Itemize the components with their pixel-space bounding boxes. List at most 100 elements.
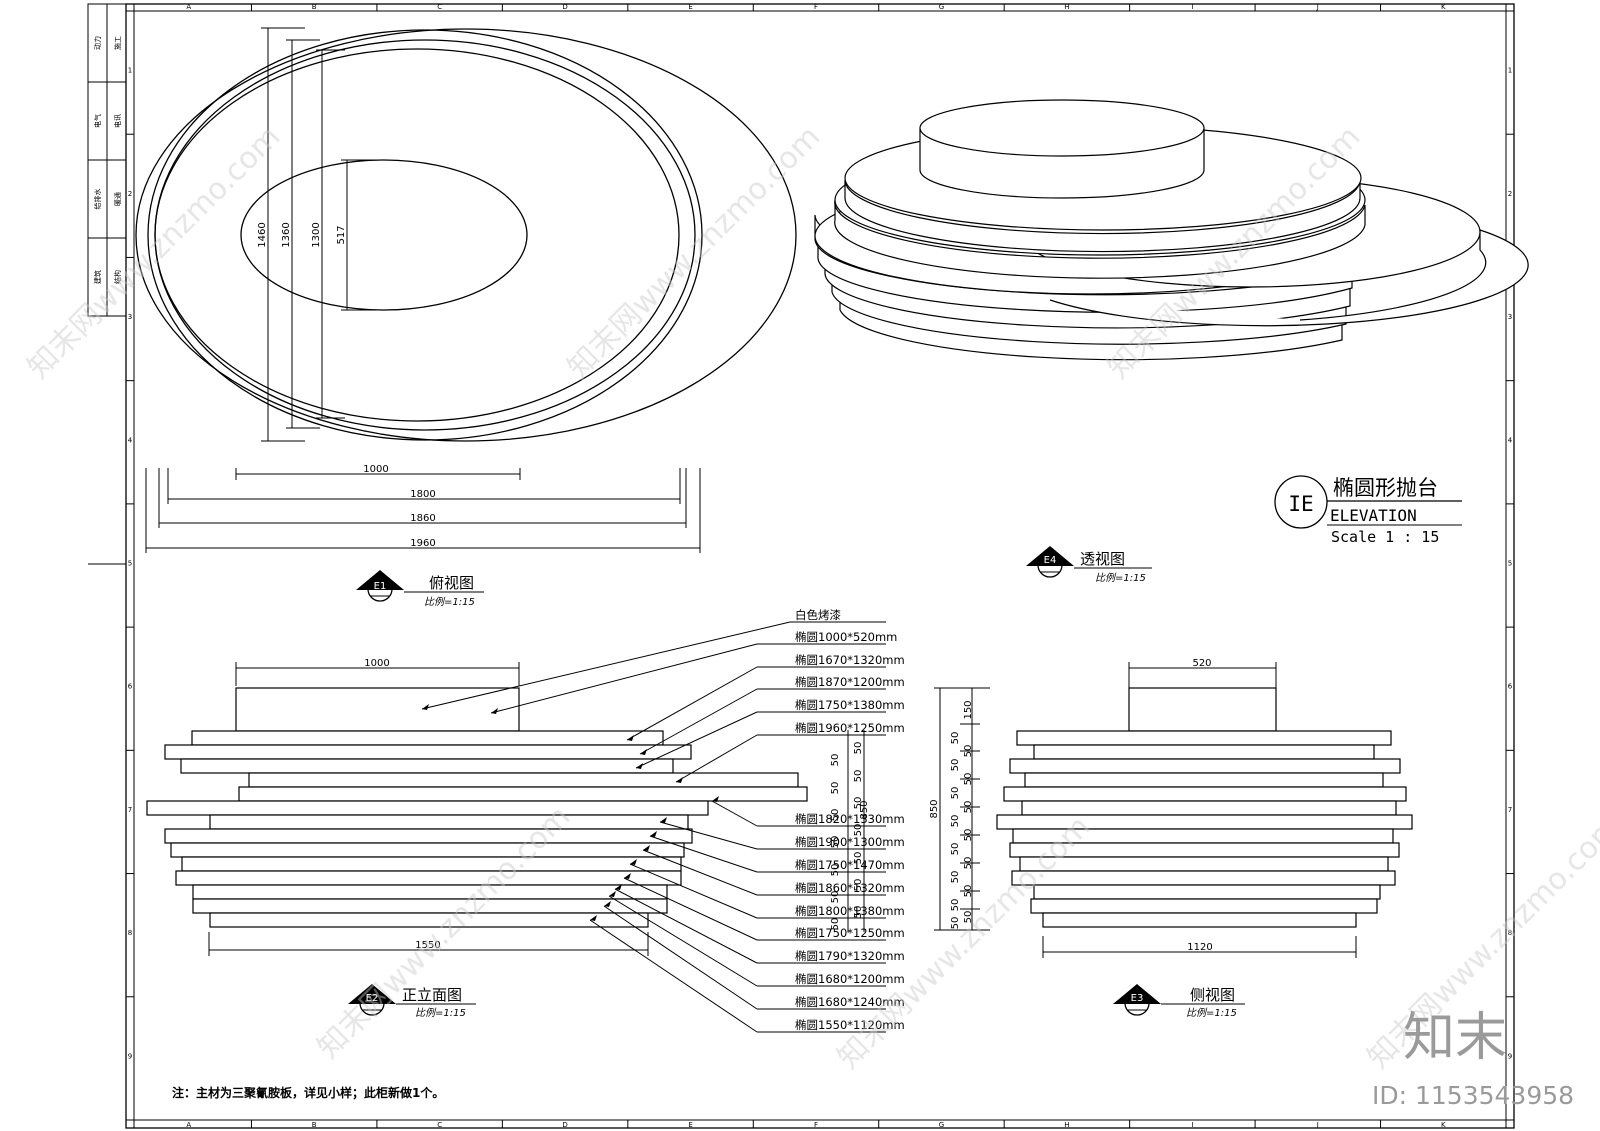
perspective-view-title: E4 透视图 比例=1:15 xyxy=(1026,546,1152,584)
grid-col-label-top: A xyxy=(186,3,191,11)
side-dims: 520 1120 850 xyxy=(929,658,1357,958)
front-layer xyxy=(180,758,674,774)
side-layer xyxy=(1033,744,1375,760)
front-dim-text: 50 xyxy=(830,864,841,877)
side-step-text: 50 xyxy=(950,843,961,856)
grid-row-label-left: 7 xyxy=(128,806,132,814)
callout-label: 椭圆1870*1200mm xyxy=(795,675,905,689)
sidebar-labels: 动力施工电气电讯给排水暖通建筑结构 xyxy=(93,36,122,284)
front-dims: 1000 1550 xyxy=(208,658,865,956)
persp-cylinder-top xyxy=(919,99,1205,157)
callout-leader xyxy=(626,666,758,741)
persp-layer-4 xyxy=(834,199,1366,279)
side-step-text: 50 xyxy=(950,899,961,912)
view-symbol-code: E3 xyxy=(1131,993,1144,1004)
dim-text-side-520: 520 xyxy=(1192,658,1211,669)
sidebar-label: 电气 xyxy=(93,114,102,128)
callout-arrow xyxy=(676,777,683,783)
callout-arrow xyxy=(627,735,634,741)
front-dim-text: 50 xyxy=(830,836,841,849)
callout-leader xyxy=(649,835,758,873)
callout-label: 椭圆1750*1470mm xyxy=(795,858,905,872)
grid-col-label-bottom: H xyxy=(1064,1121,1069,1129)
view-scale-side: 比例=1:15 xyxy=(1186,1007,1237,1019)
top-ellipse-3 xyxy=(154,48,680,422)
side-step-text: 50 xyxy=(963,911,974,924)
callout-label: 椭圆1960*1250mm xyxy=(795,721,905,735)
dim-text-1800: 1800 xyxy=(410,489,435,500)
title-symbol-text: IE xyxy=(1288,492,1313,516)
callout-list: 白色烤漆椭圆1000*520mm椭圆1670*1320mm椭圆1870*1200… xyxy=(421,608,905,1033)
callout-leader xyxy=(629,863,758,919)
callout-arrow xyxy=(491,708,498,714)
side-layer xyxy=(1024,772,1384,788)
view-symbol-triangle xyxy=(1113,984,1161,1004)
top-view-title: E1 俯视图 比例=1:15 xyxy=(356,570,484,608)
sidebar-label: 动力 xyxy=(93,36,102,50)
grid-col-label-top: D xyxy=(562,3,567,11)
grid-col-label-top: H xyxy=(1064,3,1069,11)
persp-layer-offset xyxy=(1049,229,1529,327)
front-dim-text: 50 xyxy=(830,754,841,767)
front-dim-text-total: 850 xyxy=(859,800,870,819)
grid-row-label-right: 5 xyxy=(1508,560,1512,568)
dim-text-1960: 1960 xyxy=(410,538,435,549)
callout-leader xyxy=(639,688,758,755)
side-layer xyxy=(1011,870,1396,886)
grid-ticks xyxy=(126,4,1514,1128)
front-view-title: E2 正立面图 比例=1:15 xyxy=(348,984,476,1019)
side-step-text: 50 xyxy=(963,745,974,758)
callout-arrow xyxy=(624,873,631,879)
front-layer xyxy=(238,786,808,802)
view-symbol-code: E4 xyxy=(1044,555,1057,566)
front-layer xyxy=(191,730,664,746)
watermark-text: 知末网www.znzmo.com xyxy=(21,119,287,385)
grid-row-label-right: 1 xyxy=(1508,67,1512,75)
dim-text-front-1550: 1550 xyxy=(415,940,440,951)
dim-text-1460: 1460 xyxy=(257,222,268,247)
grid-col-label-bottom: C xyxy=(437,1121,442,1129)
dim-text-front-1000: 1000 xyxy=(364,658,389,669)
front-dim-text: 50 xyxy=(830,809,841,822)
sidebar-label: 建筑 xyxy=(93,270,102,284)
callout-label: 椭圆1750*1380mm xyxy=(795,698,905,712)
callout-arrow xyxy=(636,763,643,769)
grid-col-label-top: I xyxy=(1191,3,1193,11)
view-scale-front: 比例=1:15 xyxy=(415,1007,466,1019)
view-title-perspective: 透视图 xyxy=(1080,550,1125,568)
grid-row-label-left: 8 xyxy=(128,929,132,937)
front-layer xyxy=(164,744,692,760)
front-dim-text: 50 xyxy=(830,891,841,904)
front-dim-text: 50 xyxy=(853,879,864,892)
side-step-text: 50 xyxy=(950,815,961,828)
grid-row-label-left: 3 xyxy=(128,313,132,321)
grid-row-label-left: 5 xyxy=(128,560,132,568)
dim-text-517: 517 xyxy=(336,225,347,244)
side-step-text: 50 xyxy=(950,917,961,930)
callout-label: 椭圆1550*1120mm xyxy=(795,1018,905,1032)
callout-leader xyxy=(490,643,758,714)
top-ellipse-inner xyxy=(240,159,528,311)
front-dim-text: 50 xyxy=(853,742,864,755)
front-layer xyxy=(235,687,520,732)
callout-arrow xyxy=(650,831,657,837)
callout-label: 白色烤漆 xyxy=(795,608,841,622)
grid-row-label-left: 1 xyxy=(128,67,132,75)
callout-leader xyxy=(659,821,758,850)
view-symbol-code: E1 xyxy=(374,581,387,592)
side-layer xyxy=(1009,758,1401,774)
title-symbol-circle xyxy=(1274,475,1328,529)
callout-label: 椭圆1900*1300mm xyxy=(795,835,905,849)
callout-leader xyxy=(589,919,758,1033)
side-step-text: 150 xyxy=(963,700,974,719)
sidebar-label: 施工 xyxy=(113,36,122,50)
callout-label: 椭圆1680*1200mm xyxy=(795,972,905,986)
callout-label: 椭圆1000*520mm xyxy=(795,630,897,644)
side-step-text: 50 xyxy=(950,787,961,800)
perspective-view xyxy=(814,99,1529,361)
side-step-text: 50 xyxy=(950,871,961,884)
side-step-text: 50 xyxy=(963,773,974,786)
